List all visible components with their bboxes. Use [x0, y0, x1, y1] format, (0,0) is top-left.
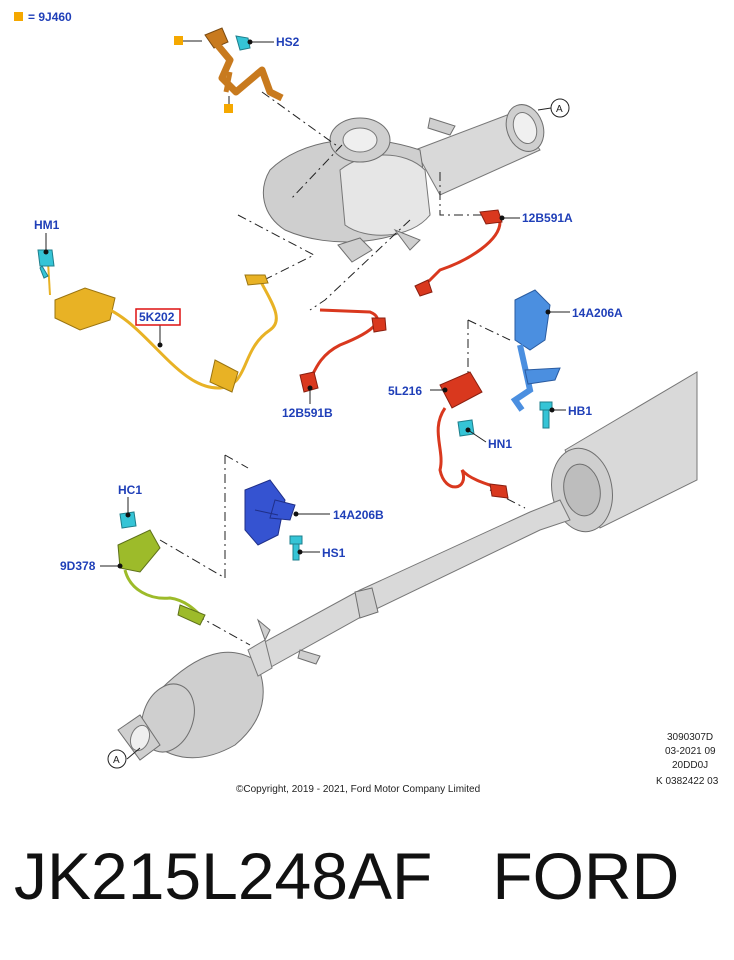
muffler-assembly: [117, 371, 698, 761]
callout-5k202-box: [135, 308, 181, 326]
bolt-hb1-icon: [539, 401, 553, 429]
callout-14a206a: 14A206A: [572, 306, 623, 320]
legend-text: = 9J460: [28, 10, 72, 24]
callout-12b591b: 12B591B: [282, 406, 333, 420]
part-number: JK215L248AF: [14, 839, 433, 913]
exhaust-diagram: = 9J460: [14, 10, 719, 795]
svg-text:A: A: [113, 755, 120, 766]
leader-lines: [43, 39, 570, 760]
callout-5k202: 5K202: [139, 310, 175, 324]
callout-hs2: HS2: [276, 35, 300, 49]
bolt-hs2-icon: [235, 35, 251, 51]
legend-square-icon: [174, 36, 183, 45]
bracket-14a206b: [244, 479, 296, 546]
bracket-14a206a: [510, 289, 561, 412]
drawing-date: 03-2021 09: [665, 746, 716, 757]
callout-hs1: HS1: [322, 546, 346, 560]
callout-hm1: HM1: [34, 218, 60, 232]
harness-5k202: [47, 261, 278, 393]
nut-hn1-icon: [457, 419, 475, 437]
sensor-12b591b: [299, 308, 387, 393]
callout-14a206b: 14A206B: [333, 508, 384, 522]
bracket-9d378: [117, 529, 206, 626]
drawing-id: 3090307D: [667, 732, 713, 743]
callout-5l216: 5L216: [388, 384, 422, 398]
callout-hc1: HC1: [118, 483, 142, 497]
circle-a-marker-bottom: A: [107, 749, 127, 769]
sensor-12b591a: [414, 209, 503, 297]
callout-12b591a: 12B591A: [522, 211, 573, 225]
nut-hc1-icon: [119, 511, 137, 529]
callout-9d378: 9D378: [60, 559, 96, 573]
catalyst-assembly: [262, 104, 545, 263]
drawing-code: 20DD0J: [672, 760, 708, 771]
part-number-heading: JK215L248AF FORD: [14, 838, 679, 914]
part-brand: FORD: [492, 839, 680, 913]
drawing-ref: K 0382422 03: [656, 776, 719, 787]
svg-text:A: A: [556, 104, 563, 115]
callout-hb1: HB1: [568, 404, 592, 418]
callout-hn1: HN1: [488, 437, 512, 451]
circle-a-marker-top: A: [550, 98, 570, 118]
legend-square-icon: [224, 104, 233, 113]
copyright-text: ©Copyright, 2019 - 2021, Ford Motor Comp…: [236, 784, 480, 795]
bracket-9j460: [174, 27, 284, 113]
module-5l216: [436, 371, 509, 499]
bolt-hs1-icon: [289, 535, 303, 561]
legend-square-icon: [14, 12, 23, 21]
